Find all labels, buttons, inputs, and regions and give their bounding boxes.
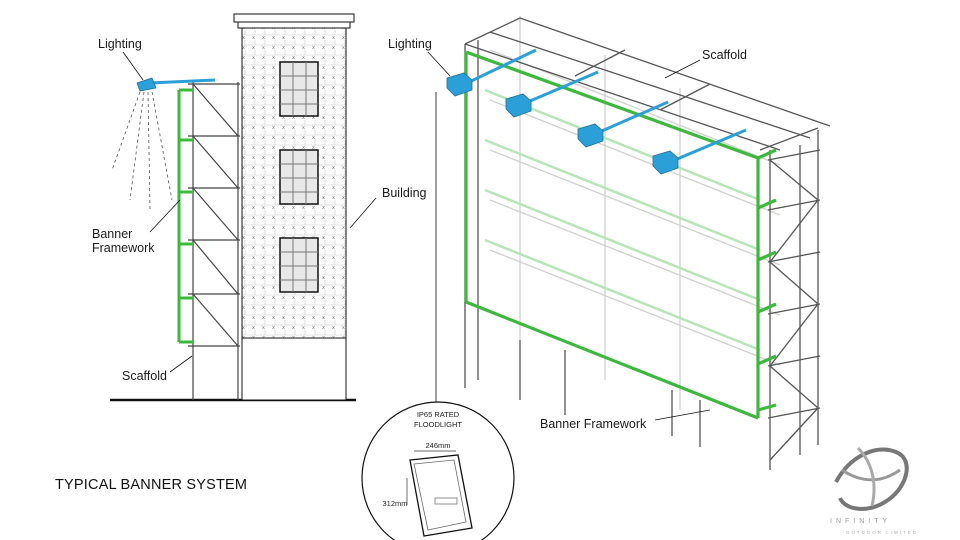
building-label: Building — [382, 186, 427, 200]
logo-name: INFINITY — [830, 518, 892, 525]
floodlight-width-dimension: 246mm — [425, 441, 451, 450]
scaffold-top — [464, 17, 831, 151]
floodlight-height-dimension: 312mm — [382, 499, 408, 508]
floodlight-detail — [361, 401, 515, 540]
building-window-3 — [279, 237, 319, 293]
scaffold-left-legs — [464, 40, 701, 447]
right-banner-framework-label: Banner Framework — [540, 417, 647, 431]
building-elevation — [233, 13, 355, 401]
scaffold-right-tower — [767, 130, 821, 470]
floodlight-rating-line1: IP65 RATED — [416, 410, 460, 419]
banner-framework-front — [464, 50, 777, 420]
building-window-1 — [279, 61, 319, 117]
banner-framework-side — [177, 88, 193, 344]
side-elevation — [110, 13, 377, 402]
scaffold-side — [188, 82, 240, 400]
perspective-view — [427, 16, 831, 470]
floodlight-rating-line2: FLOODLIGHT — [414, 420, 462, 429]
diagram-title: TYPICAL BANNER SYSTEM — [55, 477, 248, 493]
building-window-2 — [279, 149, 319, 205]
left-lighting-label: Lighting — [98, 37, 142, 51]
logo-tagline: OUTDOOR LIMITED — [846, 530, 919, 535]
perspective-floodlights — [446, 48, 747, 175]
left-banner-framework-label-line2: Framework — [92, 241, 155, 255]
right-lighting-label: Lighting — [388, 37, 432, 51]
infinity-logo-mark — [834, 446, 909, 511]
right-scaffold-label: Scaffold — [702, 48, 747, 62]
left-scaffold-label: Scaffold — [122, 369, 167, 383]
side-floodlight — [111, 77, 216, 211]
left-banner-framework-label-line1: Banner — [92, 227, 133, 241]
